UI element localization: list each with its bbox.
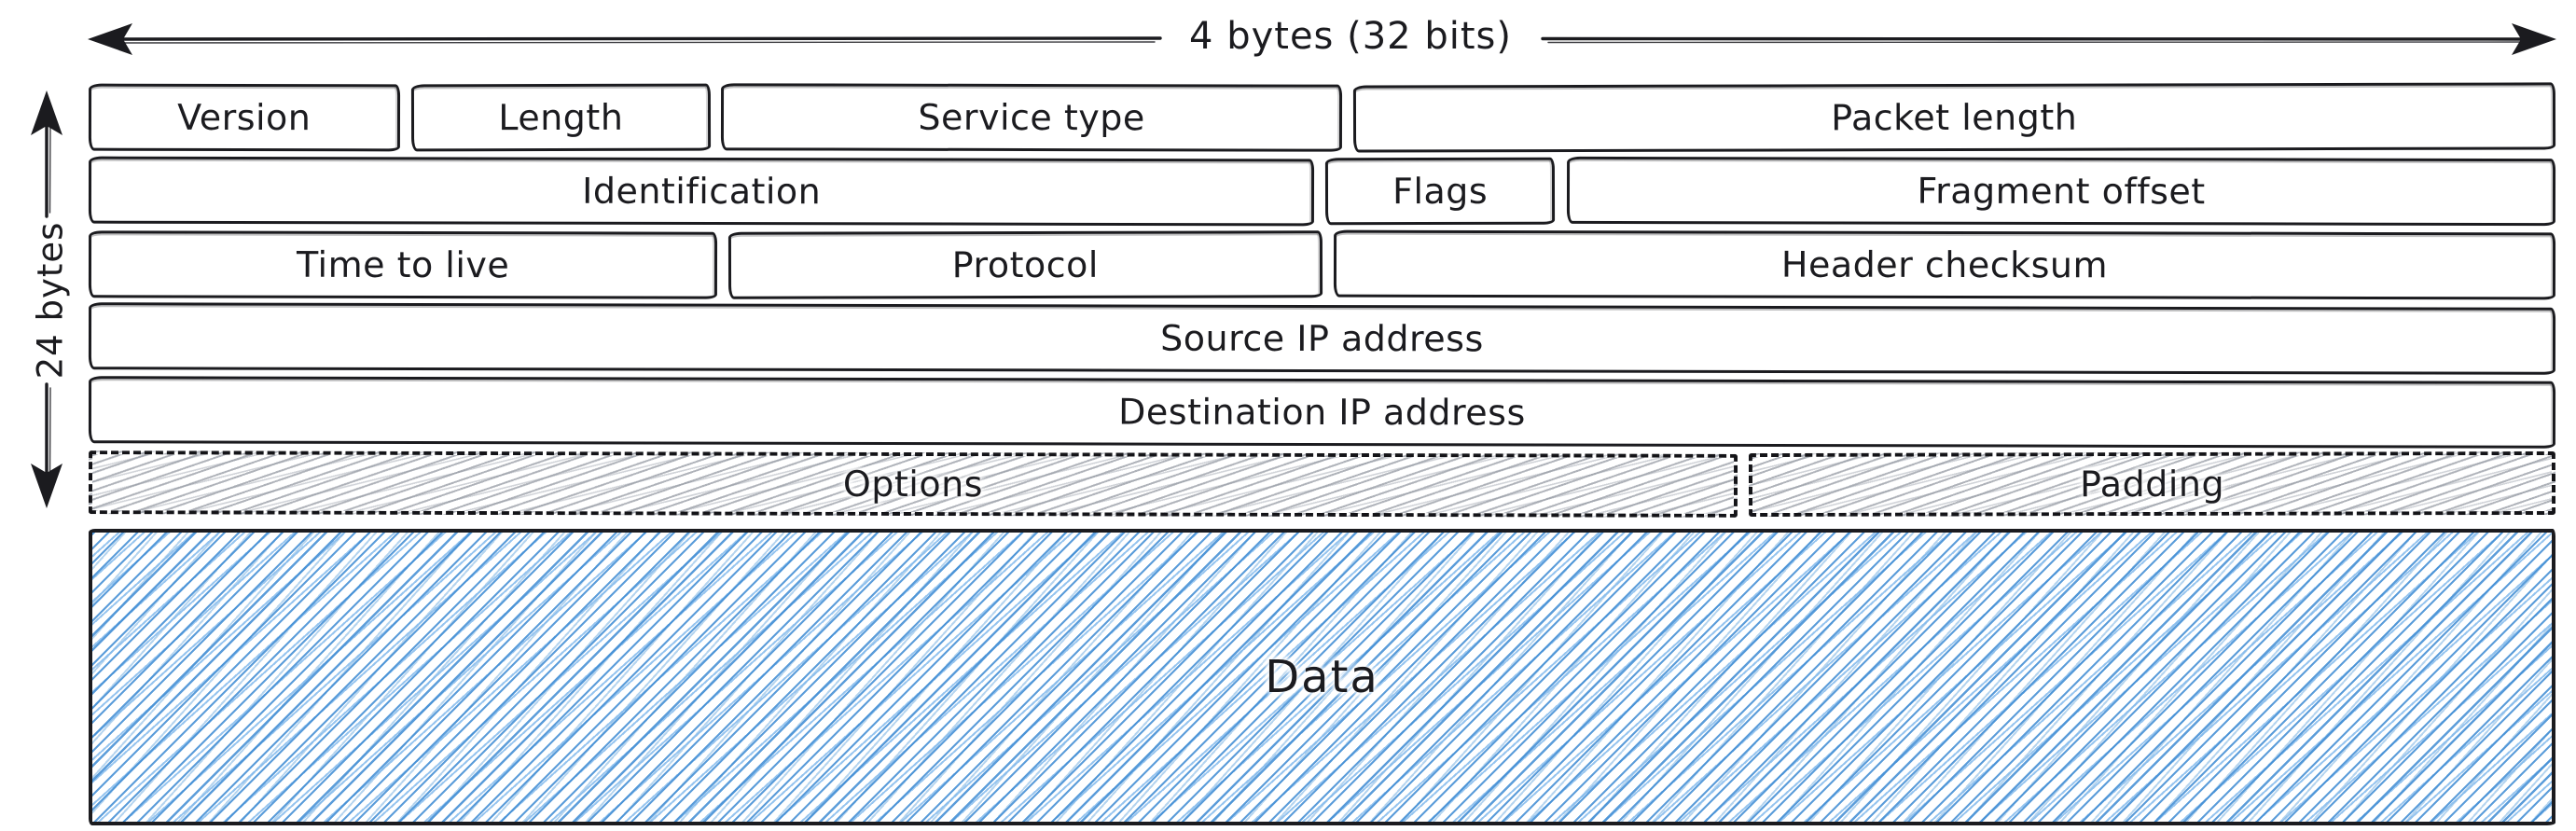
header-row-3: Time to live Protocol Header checksum	[88, 229, 2556, 300]
field-fragment-offset: Fragment offset	[1566, 156, 2556, 227]
field-label: Service type	[918, 96, 1146, 139]
header-row-4: Source IP address	[88, 302, 2556, 375]
field-label: Protocol	[952, 243, 1100, 286]
field-flags: Flags	[1325, 157, 1556, 226]
height-arrow	[31, 90, 62, 508]
field-length: Length	[410, 83, 711, 152]
field-options: Options	[88, 450, 1738, 518]
field-label: Header checksum	[1780, 243, 2109, 286]
field-label: Padding	[2079, 463, 2225, 506]
height-arrow-label: 24 bytes	[30, 221, 71, 380]
field-protocol: Protocol	[728, 230, 1323, 299]
field-label: Version	[177, 96, 312, 139]
field-source-ip-address: Source IP address	[88, 302, 2556, 375]
data-block-label: Data	[1265, 651, 1379, 703]
width-arrow-label: 4 bytes (32 bits)	[1189, 15, 1512, 58]
header-row-2: Identification Flags Fragment offset	[88, 156, 2556, 227]
field-label: Source IP address	[1160, 317, 1484, 360]
field-padding: Padding	[1748, 450, 2556, 518]
field-label: Options	[842, 463, 984, 506]
field-time-to-live: Time to live	[88, 230, 718, 299]
field-label: Destination IP address	[1118, 391, 1526, 434]
header-row-6: Options Padding	[88, 450, 2556, 518]
header-row-5: Destination IP address	[88, 376, 2556, 449]
header-fields: Version Length Service type Packet lengt…	[88, 82, 2556, 518]
field-label: Length	[497, 96, 624, 139]
field-data: Data	[89, 529, 2555, 825]
field-identification: Identification	[88, 156, 1315, 227]
field-service-type: Service type	[721, 83, 1343, 152]
header-row-1: Version Length Service type Packet lengt…	[88, 82, 2556, 153]
field-destination-ip-address: Destination IP address	[88, 376, 2556, 449]
field-version: Version	[88, 83, 400, 152]
field-label: Packet length	[1831, 96, 2078, 139]
field-header-checksum: Header checksum	[1333, 229, 2556, 300]
field-packet-length: Packet length	[1353, 82, 2556, 153]
width-arrow	[88, 23, 2556, 55]
field-label: Time to live	[296, 243, 510, 286]
field-label: Flags	[1392, 170, 1489, 213]
field-label: Fragment offset	[1917, 170, 2206, 213]
field-label: Identification	[582, 170, 822, 213]
